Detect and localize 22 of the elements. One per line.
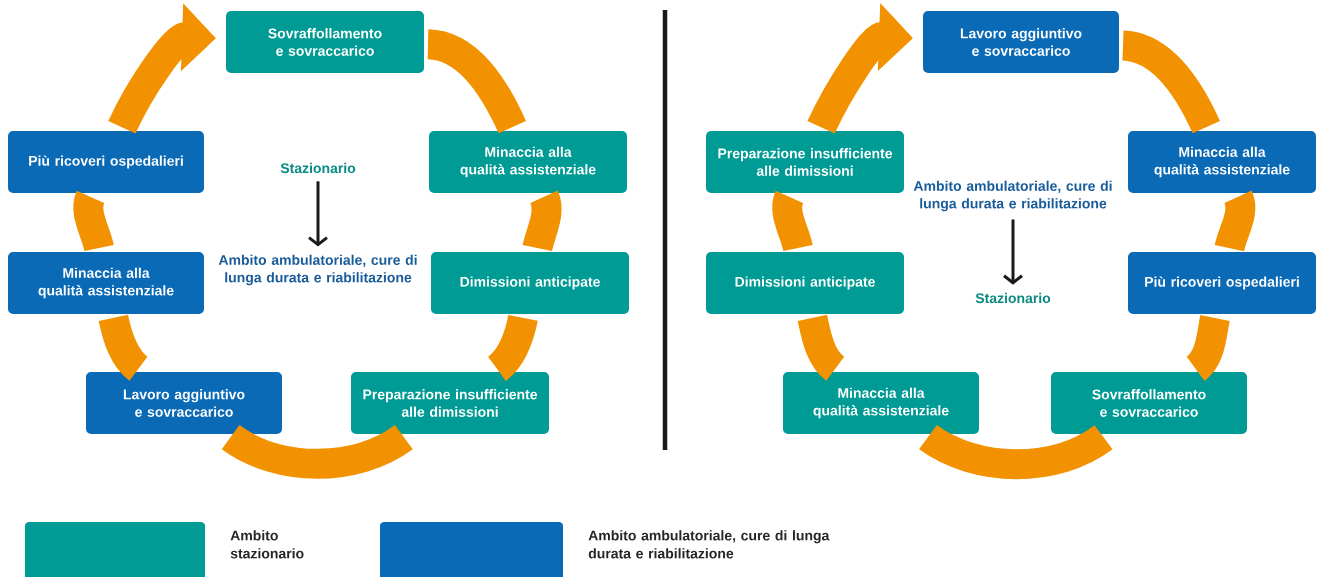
down-arrow — [1003, 219, 1023, 285]
setting-label: Ambito ambulatoriale, cure di lunga durata e riabilitazione — [913, 180, 1112, 212]
setting-label: Stazionario — [280, 162, 356, 174]
process-box: Sovraffollamento e sovraccarico — [1049, 370, 1249, 436]
process-box: Minaccia alla qualità assistenziale — [781, 370, 981, 436]
process-box: Preparazione insufficiente alle dimissioni — [704, 129, 906, 195]
process-box: Sovraffollamento e sovraccarico — [224, 9, 426, 75]
setting-label: Stazionario — [975, 292, 1051, 304]
legend-text: Ambito ambulatoriale, cure di lunga durata e riabilitazione — [588, 530, 830, 559]
process-box: Più ricoveri ospedalieri — [1126, 250, 1318, 316]
process-box: Minaccia alla qualità assistenziale — [1126, 129, 1318, 195]
process-box: Lavoro aggiuntivo e sovraccarico — [921, 9, 1121, 75]
process-box: Preparazione insufficiente alle dimissioni — [349, 370, 551, 436]
process-box: Più ricoveri ospedalieri — [6, 129, 206, 195]
setting-label: Ambito ambulatoriale, cure di lunga durata e riabilitazione — [218, 254, 417, 286]
down-arrow — [308, 181, 328, 247]
process-box: Minaccia alla qualità assistenziale — [427, 129, 629, 195]
process-box: Dimissioni anticipate — [704, 250, 906, 316]
process-box: Dimissioni anticipate — [429, 250, 631, 316]
process-box: Lavoro aggiuntivo e sovraccarico — [84, 370, 284, 436]
legend-text: Ambito stazionario — [230, 530, 304, 559]
process-box: Minaccia alla qualità assistenziale — [6, 250, 206, 316]
